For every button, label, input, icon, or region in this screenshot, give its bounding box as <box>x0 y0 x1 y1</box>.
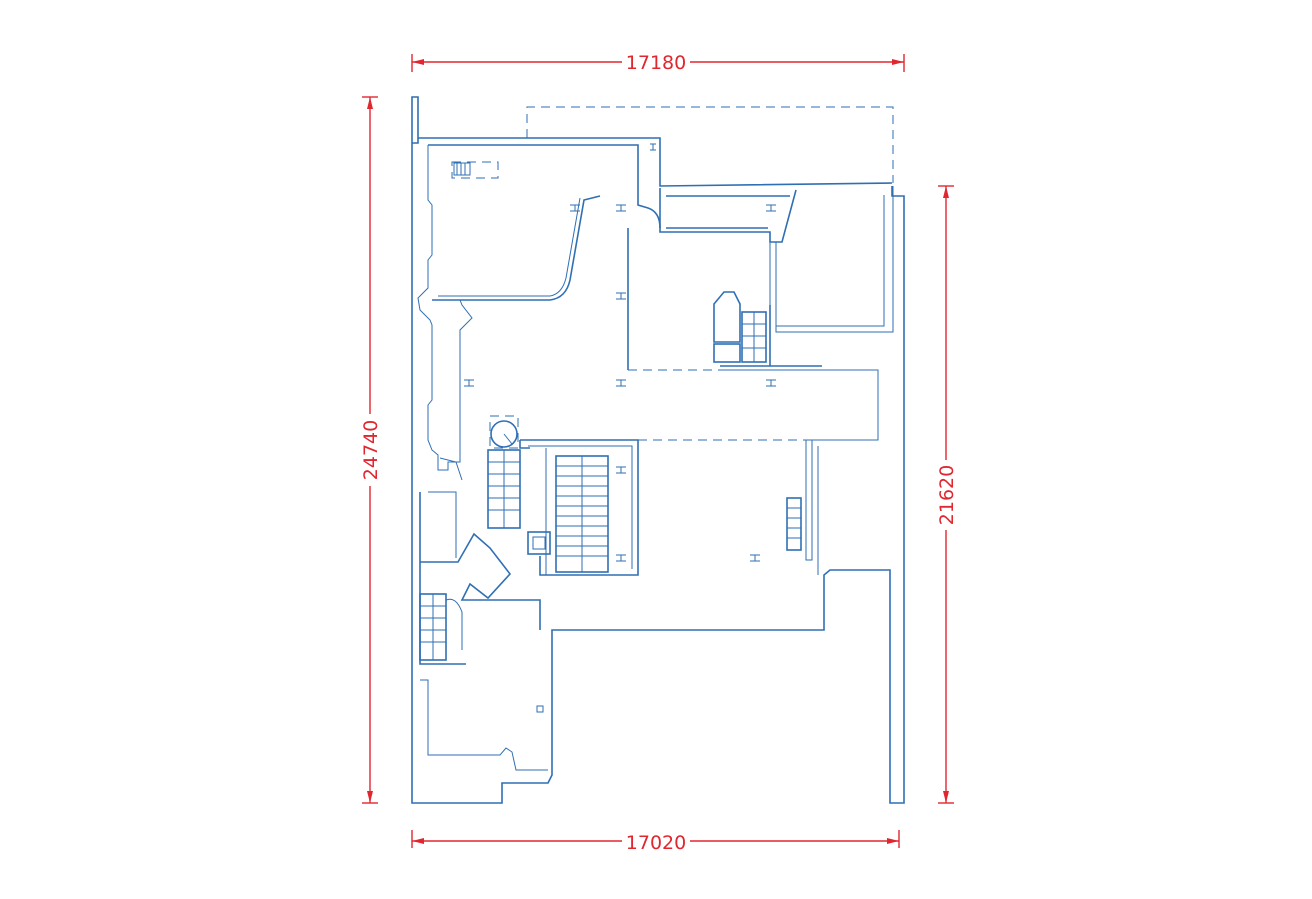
top-wall <box>418 137 893 187</box>
dimension-top-label: 17180 <box>626 52 686 74</box>
dimension-bottom: 17020 <box>411 830 900 854</box>
central-wall-upper <box>627 186 661 370</box>
dimension-left-label: 24740 <box>360 420 382 480</box>
right-column-wall <box>805 440 819 575</box>
fireplace <box>713 291 822 367</box>
curved-room-wall-inner <box>438 197 581 297</box>
dimension-right: 21620 <box>936 185 958 804</box>
kitchen-fixture <box>451 161 499 179</box>
corridor-band <box>659 188 797 243</box>
building-outline <box>411 96 905 804</box>
left-inner-wall <box>417 145 473 471</box>
floor-plan <box>411 96 905 804</box>
spiral-stair <box>487 415 521 529</box>
dimension-top: 17180 <box>411 52 905 74</box>
dimension-right-label: 21620 <box>936 465 958 525</box>
lower-left-walls <box>419 492 541 665</box>
terrace-band <box>720 369 879 441</box>
dimension-lines: 17180 17020 24740 <box>360 52 958 854</box>
lower-left-inner <box>420 457 548 771</box>
right-room-wall <box>769 186 894 333</box>
dashed-annex-top <box>526 106 894 183</box>
dimension-left: 24740 <box>360 96 382 804</box>
stair-core <box>519 439 639 576</box>
curved-room-wall <box>432 195 601 301</box>
column-markers <box>464 143 776 562</box>
dimension-bottom-label: 17020 <box>626 832 686 854</box>
small-stair <box>419 593 447 661</box>
small-fixture <box>536 705 544 713</box>
right-stair <box>786 497 802 551</box>
